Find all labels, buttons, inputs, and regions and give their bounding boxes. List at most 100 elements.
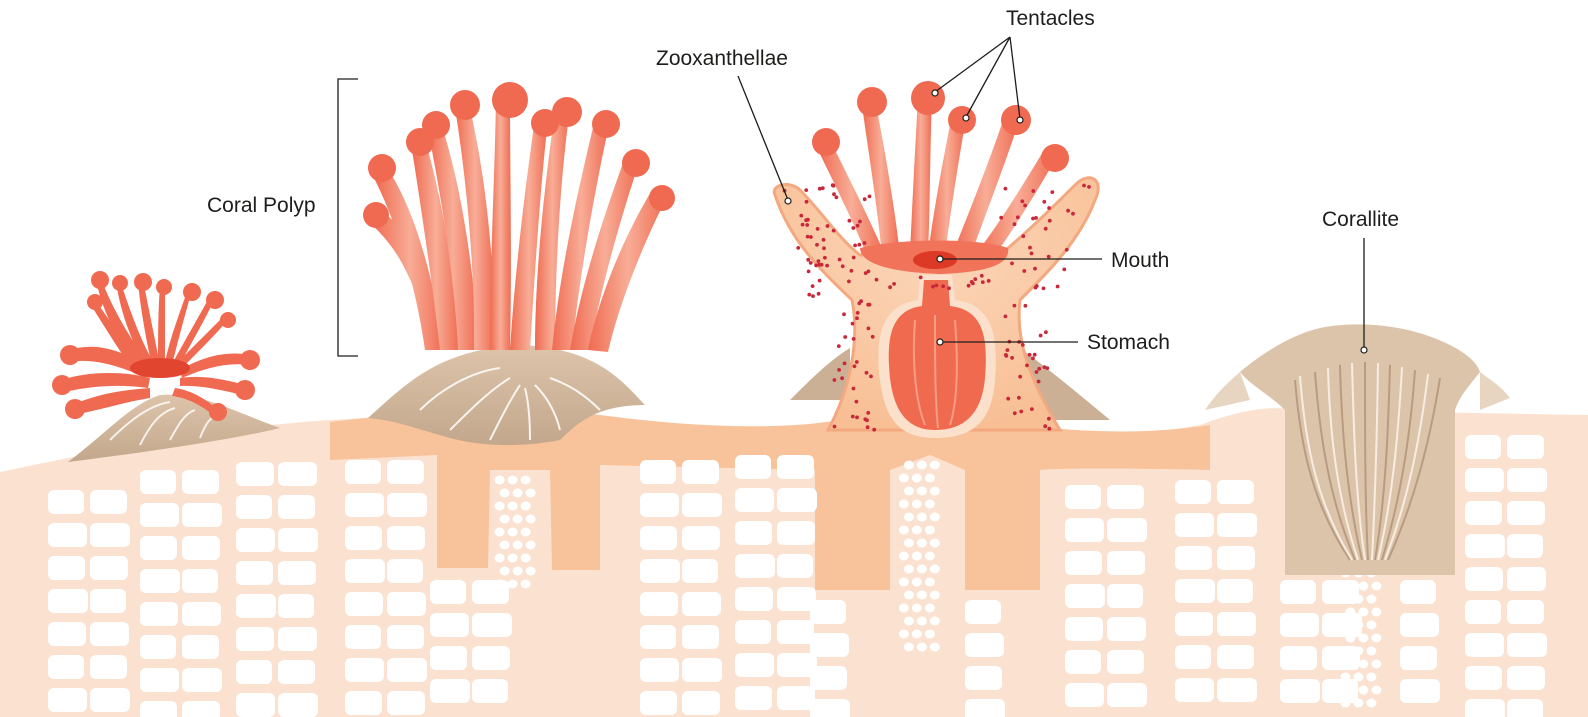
skeleton-pebble: [1366, 699, 1376, 708]
skeleton-cell: [682, 493, 722, 517]
skeleton-pebble: [930, 539, 940, 548]
skeleton-cell: [640, 526, 677, 550]
skeleton-cell: [278, 528, 318, 552]
zooxanthella-dot: [811, 284, 815, 288]
zooxanthella-dot: [817, 259, 821, 263]
skeleton-pebble: [508, 476, 518, 485]
skeleton-cell: [472, 679, 508, 703]
skeleton-pebble: [917, 513, 927, 522]
zooxanthella-dot: [1035, 370, 1039, 374]
zooxanthella-dot: [852, 387, 856, 391]
skeleton-cell: [387, 691, 425, 715]
skeleton-pebble: [930, 617, 940, 626]
zooxanthella-dot: [820, 263, 824, 267]
zooxanthella-dot: [1024, 304, 1028, 308]
skeleton-cell: [236, 495, 272, 519]
zooxanthella-dot: [1031, 189, 1035, 193]
skeleton-pebble: [912, 604, 922, 613]
label-stomach: Stomach: [1087, 331, 1170, 354]
zooxanthella-dot: [1028, 246, 1032, 250]
zooxanthella-dot: [805, 223, 809, 227]
skeleton-cell: [1065, 584, 1105, 608]
skeleton-cell: [1217, 579, 1253, 603]
skeleton-cell: [1400, 580, 1436, 604]
skeleton-cell: [236, 693, 275, 717]
zooxanthella-dot: [809, 235, 813, 239]
zooxanthella-dot: [843, 335, 847, 339]
skeleton-pebble: [904, 643, 914, 652]
skeleton-pebble: [904, 513, 914, 522]
skeleton-cell: [1065, 617, 1103, 641]
zooxanthella-dot: [1010, 356, 1014, 360]
skeleton-pebble: [521, 528, 531, 537]
skeleton-pebble: [1358, 634, 1368, 643]
zooxanthella-dot: [856, 224, 860, 228]
skeleton-cell: [48, 556, 85, 580]
zooxanthella-dot: [826, 224, 830, 228]
skeleton-pebble: [495, 528, 505, 537]
skeleton-cell: [1465, 468, 1504, 492]
skeleton-pebble: [899, 500, 909, 509]
zooxanthella-dot: [865, 371, 869, 375]
zooxanthella-dot: [1004, 315, 1008, 319]
skeleton-cell: [182, 470, 219, 494]
skeleton-cell: [777, 455, 814, 479]
skeleton-cell: [182, 503, 222, 527]
skeleton-cell: [777, 686, 815, 710]
skeleton-cell: [430, 646, 467, 670]
zooxanthella-dot: [999, 216, 1003, 220]
zooxanthella-dot: [869, 375, 873, 379]
skeleton-pebble: [513, 567, 523, 576]
zooxanthella-dot: [818, 187, 822, 191]
pointer-tentacle-2: [963, 115, 969, 121]
zooxanthella-dot: [851, 226, 855, 230]
zooxanthella-dot: [1020, 199, 1024, 203]
skeleton-pebble: [899, 552, 909, 561]
skeleton-pebble: [500, 489, 510, 498]
label-mouth: Mouth: [1111, 249, 1169, 272]
skeleton-cell: [735, 521, 772, 545]
zooxanthella-dot: [970, 280, 974, 284]
skeleton-cell: [1065, 683, 1104, 707]
skeleton-pebble: [1358, 582, 1368, 591]
skeleton-cell: [278, 462, 317, 486]
zooxanthella-dot: [1021, 234, 1025, 238]
skeleton-cell: [236, 462, 274, 486]
skeleton-pebble: [917, 617, 927, 626]
zooxanthella-dot: [816, 227, 820, 231]
zooxanthella-dot: [805, 200, 809, 204]
skeleton-pebble: [521, 580, 531, 589]
zooxanthella-dot: [817, 292, 821, 296]
skeleton-pebble: [912, 474, 922, 483]
zooxanthella-dot: [799, 214, 803, 218]
skeleton-cell: [236, 660, 272, 684]
leader-tentacles: [935, 37, 1020, 119]
skeleton-pebble: [917, 643, 927, 652]
skeleton-pebble: [925, 578, 935, 587]
skeleton-pebble: [1345, 686, 1355, 695]
skeleton-cell: [810, 666, 847, 690]
skeleton-cell: [48, 655, 84, 679]
skeleton-pebble: [1358, 660, 1368, 669]
skeleton-cell: [965, 666, 1002, 690]
zooxanthella-dot: [1030, 407, 1034, 411]
skeleton-cell: [278, 594, 314, 618]
skeleton-pebble: [899, 604, 909, 613]
skeleton-pebble: [917, 461, 927, 470]
zooxanthella-dot: [1066, 209, 1070, 213]
zooxanthella-dot: [1071, 212, 1075, 216]
skeleton-cell: [90, 490, 127, 514]
zooxanthella-dot: [833, 378, 837, 382]
zooxanthella-dot: [842, 312, 846, 316]
skeleton-pebble: [925, 526, 935, 535]
skeleton-cell: [1280, 613, 1319, 637]
zooxanthella-dot: [1042, 287, 1046, 291]
skeleton-cell: [345, 460, 381, 484]
skeleton-cell: [682, 526, 720, 550]
zooxanthella-dot: [1034, 286, 1038, 290]
skeleton-cell: [48, 688, 87, 712]
skeleton-pebble: [500, 541, 510, 550]
skeleton-pebble: [508, 554, 518, 563]
zooxanthella-dot: [814, 264, 818, 268]
zooxanthella-dot: [853, 364, 857, 368]
